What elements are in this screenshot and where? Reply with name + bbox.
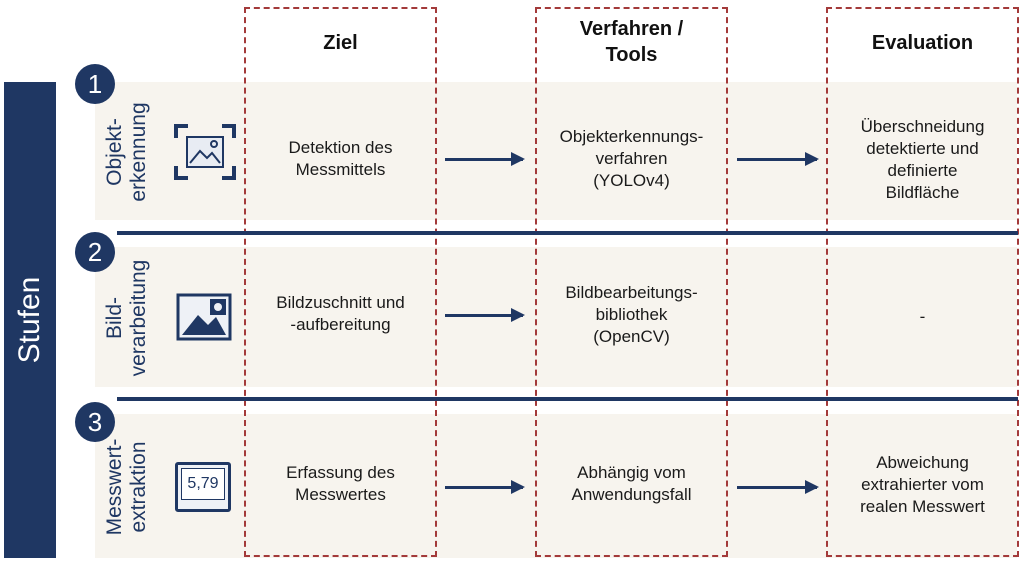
row-band-messwertextraktion bbox=[95, 414, 1017, 558]
stufen-label: Stufen bbox=[13, 276, 46, 364]
stage-number-3: 3 bbox=[75, 402, 115, 442]
stage-number-2: 2 bbox=[75, 232, 115, 272]
arrow-ziel-to-verfahren-3 bbox=[445, 480, 525, 494]
row-band-objekterkennung bbox=[95, 82, 1017, 220]
column-box-verfahren bbox=[535, 7, 728, 557]
stage-label-line: verarbeitung bbox=[127, 259, 150, 377]
cell-line: - bbox=[919, 307, 926, 326]
column-header-evaluation: Evaluation bbox=[826, 30, 1019, 56]
cell-line: -aufbereitung bbox=[290, 315, 391, 334]
cell-line: Abweichung bbox=[876, 453, 969, 472]
stage-label-objekterkennung: Objekt- erkennung bbox=[103, 102, 151, 201]
cell-line: realen Messwert bbox=[860, 497, 985, 516]
display-value-text: 5,79 bbox=[181, 468, 225, 500]
cell-line: Bildfläche bbox=[885, 183, 960, 202]
stage-label-line: Bild- bbox=[103, 297, 126, 340]
evaluation-cell-2: - bbox=[826, 306, 1019, 328]
cell-line: Überschneidung bbox=[860, 117, 985, 136]
verfahren-cell-3: Abhängig vom Anwendungsfall bbox=[535, 462, 728, 506]
arrow-verfahren-to-evaluation-1 bbox=[737, 152, 819, 166]
stage-label-line: extraktion bbox=[127, 441, 150, 533]
arrow-ziel-to-verfahren-2 bbox=[445, 308, 525, 322]
evaluation-cell-3: Abweichung extrahierter vom realen Messw… bbox=[826, 452, 1019, 518]
column-box-ziel bbox=[244, 7, 437, 557]
cell-line: Messwertes bbox=[295, 485, 386, 504]
image-edit-icon bbox=[176, 293, 232, 341]
stage-number-1: 1 bbox=[75, 64, 115, 104]
ziel-cell-3: Erfassung des Messwertes bbox=[244, 462, 437, 506]
cell-line: Abhängig vom bbox=[577, 463, 686, 482]
cell-line: definierte bbox=[887, 161, 958, 180]
cell-line: Bildzuschnitt und bbox=[276, 293, 405, 312]
cell-line: verfahren bbox=[595, 149, 668, 168]
arrow-ziel-to-verfahren-1 bbox=[445, 152, 525, 166]
stage-label-bildverarbeitung: Bild- verarbeitung bbox=[103, 260, 151, 377]
cell-line: (OpenCV) bbox=[593, 327, 670, 346]
stage-label-line: erkennung bbox=[127, 102, 150, 202]
cell-line: Erfassung des bbox=[286, 463, 395, 482]
stufen-sidebar bbox=[4, 82, 56, 558]
cell-line: Detektion des bbox=[288, 138, 393, 157]
arrow-verfahren-to-evaluation-3 bbox=[737, 480, 819, 494]
stage-divider-2 bbox=[117, 397, 1018, 401]
ziel-cell-1: Detektion des Messmittels bbox=[244, 137, 437, 181]
image-detection-icon bbox=[174, 124, 236, 180]
cell-line: (YOLOv4) bbox=[593, 171, 670, 190]
verfahren-cell-2: Bildbearbeitungs- bibliothek (OpenCV) bbox=[535, 282, 728, 348]
display-value-icon: 5,79 bbox=[175, 462, 231, 512]
cell-line: extrahierter vom bbox=[861, 475, 984, 494]
evaluation-cell-1: Überschneidung detektierte und definiert… bbox=[826, 116, 1019, 204]
stage-label-messwertextraktion: Messwert- extraktion bbox=[103, 439, 151, 536]
column-header-verfahren-line2: Tools bbox=[605, 44, 658, 66]
column-header-verfahren-line1: Verfahren / bbox=[579, 18, 684, 40]
column-header-ziel-text: Ziel bbox=[323, 32, 358, 54]
column-header-evaluation-text: Evaluation bbox=[871, 32, 974, 54]
stage-label-line: Messwert- bbox=[103, 438, 126, 536]
column-header-verfahren: Verfahren / Tools bbox=[535, 16, 728, 68]
cell-line: Anwendungsfall bbox=[571, 485, 692, 504]
column-header-ziel: Ziel bbox=[244, 30, 437, 56]
cell-line: Bildbearbeitungs- bbox=[565, 283, 698, 302]
column-box-evaluation bbox=[826, 7, 1019, 557]
cell-line: Messmittels bbox=[295, 160, 386, 179]
cell-line: bibliothek bbox=[595, 305, 668, 324]
stage-divider-1 bbox=[117, 231, 1018, 235]
stage-label-line: Objekt- bbox=[103, 118, 126, 186]
row-band-bildverarbeitung bbox=[95, 247, 1017, 387]
cell-line: detektierte und bbox=[866, 139, 979, 158]
ziel-cell-2: Bildzuschnitt und -aufbereitung bbox=[244, 292, 437, 336]
cell-line: Objekterkennungs- bbox=[559, 127, 704, 146]
verfahren-cell-1: Objekterkennungs- verfahren (YOLOv4) bbox=[535, 126, 728, 192]
